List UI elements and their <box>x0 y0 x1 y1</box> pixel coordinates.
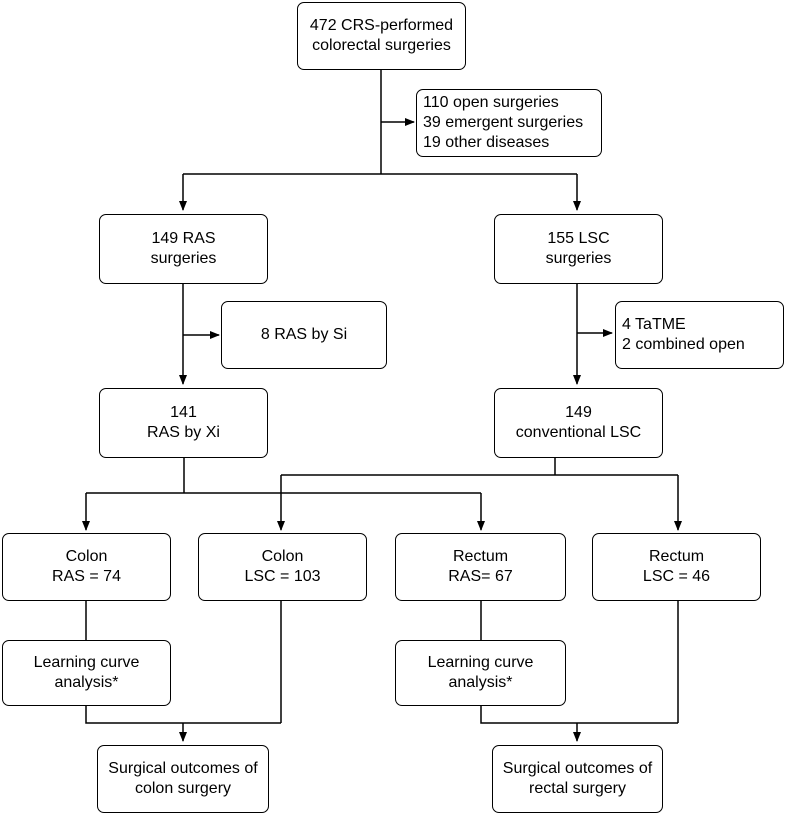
box-ras-surgeries: 149 RAS surgeries <box>99 214 268 284</box>
box-learning-curve-rectum: Learning curve analysis* <box>395 640 566 706</box>
box-ras-by-xi: 141 RAS by Xi <box>99 388 268 458</box>
box-ras-by-si: 8 RAS by Si <box>221 301 387 369</box>
box-total-surgeries: 472 CRS-performed colorectal surgeries <box>297 2 466 70</box>
box-excluded-surgeries: 110 open surgeries 39 emergent surgeries… <box>416 89 602 157</box>
connector-lc-colon-down <box>85 706 281 724</box>
box-rectum-ras: Rectum RAS= 67 <box>395 533 566 601</box>
box-outcomes-colon: Surgical outcomes of colon surgery <box>97 745 269 813</box>
box-lsc-excluded: 4 TaTME 2 combined open <box>615 301 784 369</box>
box-colon-ras: Colon RAS = 74 <box>2 533 171 601</box>
box-conventional-lsc: 149 conventional LSC <box>494 388 663 458</box>
connector-lc-rectum-down <box>480 706 678 724</box>
box-learning-curve-colon: Learning curve analysis* <box>2 640 171 706</box>
box-lsc-surgeries: 155 LSC surgeries <box>494 214 663 284</box>
box-rectum-lsc: Rectum LSC = 46 <box>592 533 761 601</box>
box-outcomes-rectum: Surgical outcomes of rectal surgery <box>492 745 663 813</box>
box-colon-lsc: Colon LSC = 103 <box>198 533 367 601</box>
